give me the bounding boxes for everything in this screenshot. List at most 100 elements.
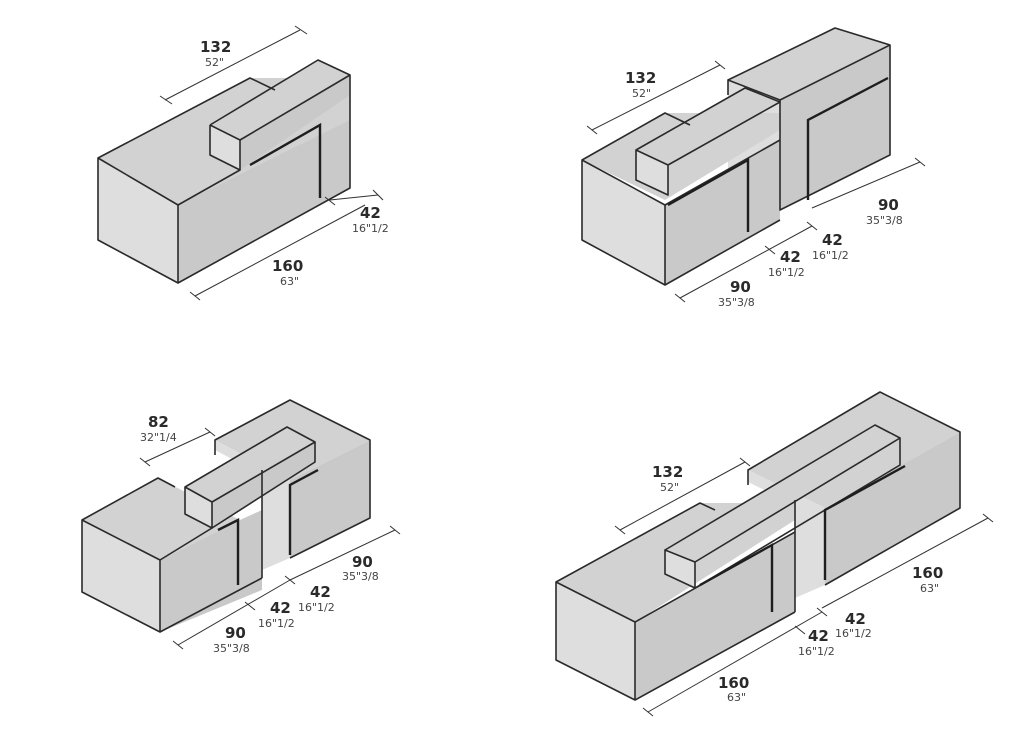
dim-line-top (159, 25, 308, 105)
dim-value: 132 (625, 69, 656, 87)
dim-value: 82 (148, 413, 169, 431)
counter-edge (239, 74, 351, 141)
block-front-face (748, 470, 825, 598)
block-top-face (728, 28, 890, 100)
dim-imperial: 52" (205, 56, 224, 69)
dim-imperial: 16"1/2 (298, 601, 335, 614)
diagram-3: 82 32"1/4 90 35"3/8 42 16"1/2 42 16"1/2 … (81, 399, 401, 655)
diagram-2: 132 52" 90 35"3/8 42 16"1/2 42 16"1/2 90… (581, 27, 926, 309)
dim-imperial: 52" (660, 481, 679, 494)
dim-imperial: 63" (920, 582, 939, 595)
desk-1-body (97, 59, 351, 284)
desk-side-face (665, 140, 780, 285)
desk-groove (699, 542, 774, 612)
dim-value: 42 (845, 610, 866, 628)
diagram-4: 132 52" 160 63" 42 16"1/2 42 16"1/2 160 … (555, 391, 994, 717)
diagram-1: 132 52" 42 16"1/2 160 63" (97, 25, 389, 301)
desk-groove (217, 518, 240, 585)
desk-edge (159, 577, 263, 633)
counter-side-face (240, 75, 350, 170)
dim-line-bottom (172, 575, 296, 650)
counter-outline (635, 87, 781, 196)
dim-imperial: 16"1/2 (768, 266, 805, 279)
block-groove (288, 468, 319, 555)
dim-line-right (811, 157, 926, 209)
desk-groove (249, 122, 322, 198)
block-groove (806, 76, 889, 200)
dim-value: 90 (730, 278, 751, 296)
desk-front-face (582, 160, 665, 285)
desk-edge (634, 611, 796, 701)
block-side-face (290, 440, 370, 558)
counter-outline (664, 424, 901, 589)
dim-line-depth (324, 189, 384, 206)
block-outline (747, 391, 961, 586)
desk-edge (664, 219, 781, 286)
dim-value: 42 (310, 583, 331, 601)
desk-side-face (160, 510, 262, 632)
counter-side-face (212, 442, 315, 528)
dim-value: 42 (270, 599, 291, 617)
dim-imperial: 35"3/8 (342, 570, 379, 583)
block-edge (779, 44, 891, 101)
dim-value: 132 (200, 38, 231, 56)
dim-imperial: 52" (632, 87, 651, 100)
counter-top-face (185, 427, 315, 502)
dim-value: 160 (912, 564, 943, 582)
dim-line-bottom (674, 221, 818, 303)
dim-line-length (189, 204, 366, 301)
dim-imperial: 16"1/2 (812, 249, 849, 262)
counter-edge (694, 438, 901, 589)
dim-imperial: 16"1/2 (258, 617, 295, 630)
dim-line-top (586, 60, 726, 135)
dim-imperial: 16"1/2 (835, 627, 872, 640)
desk-4-body (555, 391, 961, 701)
dim-value: 42 (780, 248, 801, 266)
dim-line-top (139, 427, 216, 467)
dim-imperial: 35"3/8 (718, 296, 755, 309)
dim-value: 90 (352, 553, 373, 571)
dim-imperial: 35"3/8 (213, 642, 250, 655)
desk-edge (664, 139, 781, 206)
desk-3-body (81, 399, 371, 633)
block-outline (214, 399, 371, 559)
dim-value: 160 (718, 674, 749, 692)
counter-outline (184, 426, 316, 529)
dim-imperial: 16"1/2 (352, 222, 389, 235)
counter-outline (209, 124, 241, 171)
dim-imperial: 16"1/2 (798, 645, 835, 658)
dim-value: 42 (822, 231, 843, 249)
desk-front-face (556, 582, 635, 700)
dim-imperial: 63" (727, 691, 746, 704)
dim-value: 132 (652, 463, 683, 481)
dim-value: 90 (225, 624, 246, 642)
block-groove (823, 464, 906, 580)
dim-line-right (289, 525, 401, 581)
dim-value: 42 (808, 627, 829, 645)
dim-imperial: 35"3/8 (866, 214, 903, 227)
desk-2-body (581, 27, 891, 286)
counter-top-face (210, 60, 350, 140)
counter-top-face (636, 88, 780, 165)
block-side-face (825, 432, 960, 585)
dim-imperial: 63" (280, 275, 299, 288)
dim-value: 160 (272, 257, 303, 275)
desk-side-face (635, 532, 795, 700)
desk-side-face (178, 120, 350, 283)
dim-line-right (821, 513, 994, 609)
dim-value: 90 (878, 196, 899, 214)
desk-groove (667, 157, 750, 232)
desk-edge (159, 527, 213, 561)
dim-line-bottom (642, 607, 828, 717)
counter-front-face (185, 487, 212, 528)
dim-line-top (614, 457, 751, 535)
desk-edge (177, 169, 241, 206)
counter-edge (211, 442, 316, 529)
desk-front-face (98, 158, 178, 283)
dim-imperial: 32"1/4 (140, 431, 177, 444)
dim-value: 42 (360, 204, 381, 222)
desk-front-face (82, 520, 160, 632)
block-outline (727, 27, 891, 211)
counter-top-face (665, 425, 900, 562)
